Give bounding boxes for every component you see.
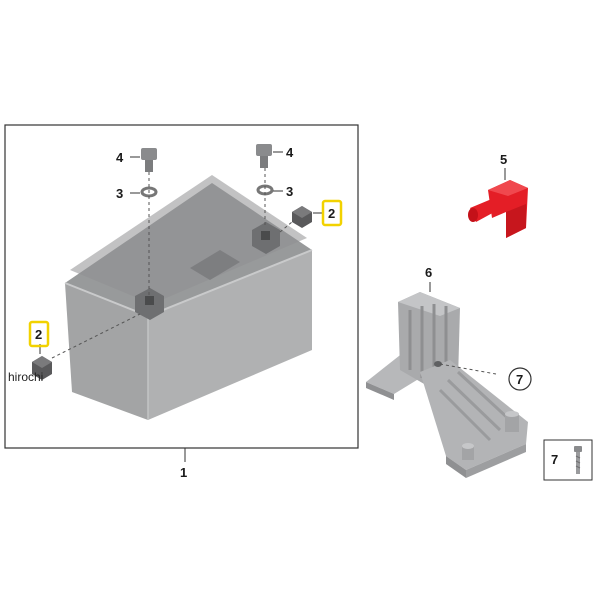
battery-icon — [64, 175, 313, 420]
nut-left — [32, 356, 52, 380]
bolt-right — [256, 144, 272, 168]
callout-7a: 7 — [516, 372, 523, 387]
terminal-left — [135, 288, 164, 320]
callout-7b: 7 — [551, 452, 558, 467]
battery-holder-icon — [366, 292, 528, 478]
nut-right — [292, 206, 312, 228]
callout-2b: 2 — [328, 206, 335, 221]
callout-4a: 4 — [116, 150, 124, 165]
axis-nut-right — [279, 221, 293, 233]
battery-assembly-frame — [4, 124, 359, 449]
terminal-right — [252, 222, 280, 254]
callout-4b: 4 — [286, 145, 294, 160]
terminal-cover-icon — [468, 180, 528, 238]
bolt-left — [141, 148, 157, 172]
callout-3b: 3 — [286, 184, 293, 199]
highlight-box-2b — [321, 199, 343, 227]
callout-1: 1 — [180, 465, 187, 480]
callout-circle-7 — [508, 367, 532, 391]
watermark-text: hirochi — [8, 370, 43, 384]
callout-2a: 2 — [35, 327, 42, 342]
highlight-box-2a — [28, 320, 50, 348]
callout-3a: 3 — [116, 186, 123, 201]
callout-5: 5 — [500, 152, 507, 167]
screw-icon — [574, 446, 582, 474]
callout-6: 6 — [425, 265, 432, 280]
legend-box-7 — [543, 439, 593, 481]
axis-nut-left — [51, 313, 141, 359]
